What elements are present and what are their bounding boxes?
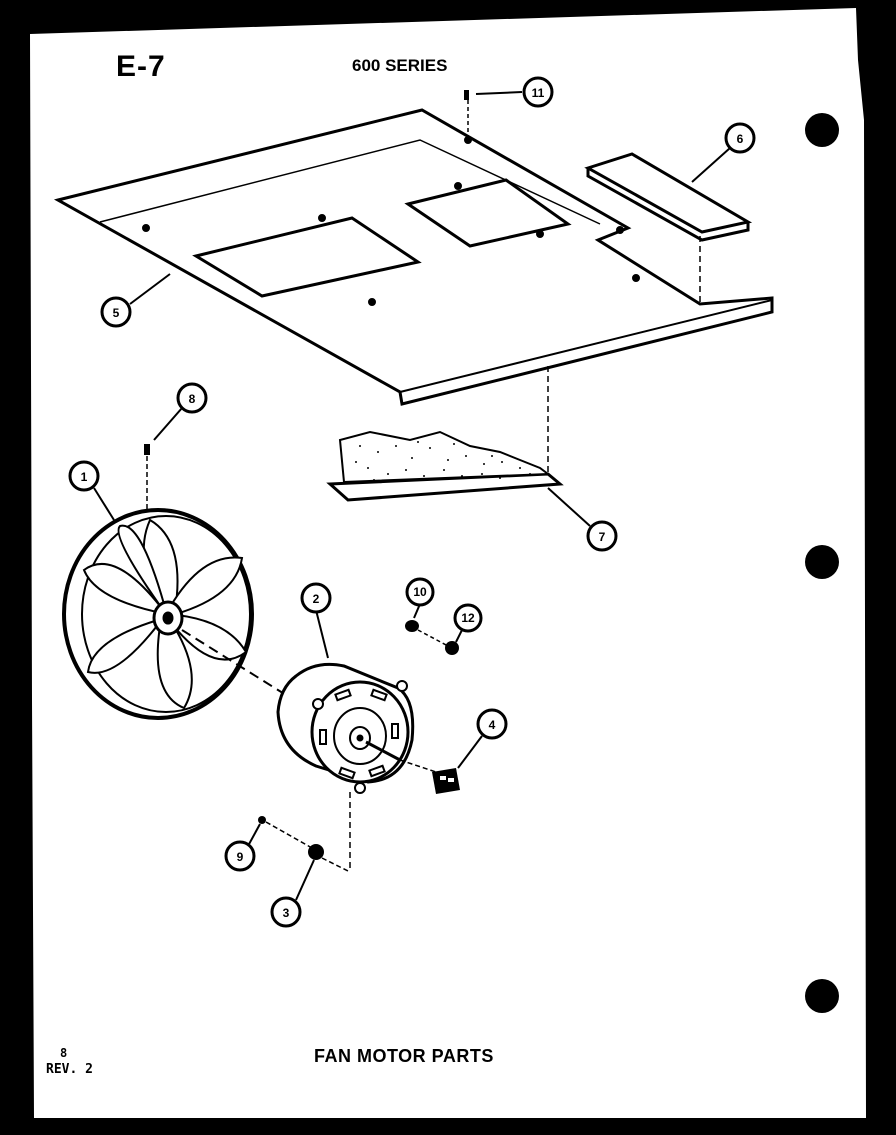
screw-body (144, 444, 150, 455)
callout-3: 3 (270, 859, 315, 928)
bracket-slot (448, 778, 454, 782)
motor-mount-tab (312, 698, 324, 710)
screw-part-11 (464, 90, 469, 140)
screw-hole (318, 214, 326, 222)
bracket-slot (440, 776, 446, 780)
top-panel-outline (53, 108, 774, 406)
screw-leader (417, 629, 449, 647)
callout-label-6: 6 (737, 132, 744, 146)
callout-8: 8 (153, 382, 208, 441)
callout-label-2: 2 (313, 592, 320, 606)
top-panel-part-5 (53, 108, 774, 406)
callout-label-11: 11 (532, 86, 545, 100)
screw-body (464, 90, 469, 100)
callout-label-9: 9 (237, 850, 244, 864)
top-panel-opening-left (192, 216, 422, 298)
motor-shaft-end (356, 734, 364, 742)
page-number: 8 (60, 1046, 68, 1060)
top-panel-inner-edge (99, 139, 601, 225)
callout-5: 5 (100, 273, 171, 328)
series-title: 600 SERIES (352, 56, 448, 75)
screw-hole (368, 298, 376, 306)
callout-label-12: 12 (461, 611, 475, 625)
pad-foam (338, 430, 551, 484)
callout-12: 12 (453, 603, 483, 643)
motor-mount-tab (354, 782, 366, 794)
screw-part-10 (405, 620, 419, 632)
revision-label: REV. 2 (46, 1062, 93, 1077)
top-panel-opening-right (404, 178, 572, 248)
callout-4: 4 (457, 708, 508, 769)
binder-hole-bottom (805, 979, 839, 1013)
callout-9: 9 (224, 823, 261, 872)
callout-label-1: 1 (81, 470, 88, 484)
top-panel-front-lip (399, 299, 773, 393)
motor-mount-tab (396, 680, 408, 692)
screw-hole (616, 226, 624, 234)
fan-blades (82, 518, 248, 710)
pad-foam-texture (355, 441, 531, 481)
sheet-code: E-7 (116, 50, 166, 83)
nut-part-12 (445, 641, 459, 655)
binder-hole-top (805, 113, 839, 147)
screw-part-8 (144, 444, 150, 510)
callout-2: 2 (300, 582, 332, 659)
nut-leader (321, 857, 351, 873)
insulation-pad-part-7 (326, 366, 564, 502)
callout-6: 6 (691, 122, 756, 183)
screw-hole (454, 182, 462, 190)
callout-label-8: 8 (189, 392, 196, 406)
motor-part-2 (276, 662, 415, 870)
diagram-title: FAN MOTOR PARTS (314, 1046, 494, 1066)
motor-shaft (365, 740, 401, 762)
callout-label-4: 4 (489, 718, 496, 732)
bracket-part-6 (584, 152, 753, 304)
binder-hole-middle (805, 545, 839, 579)
washer-part-9 (258, 816, 266, 824)
shaft-leader (181, 629, 295, 701)
motor-vents (319, 688, 399, 780)
callout-label-7: 7 (599, 530, 606, 544)
callout-1: 1 (68, 460, 115, 521)
bracket-front (586, 168, 750, 242)
callout-label-10: 10 (413, 585, 427, 599)
fan-blade-part-1 (62, 508, 295, 720)
callout-11: 11 (475, 76, 554, 108)
screw-hole (632, 274, 640, 282)
nut-part-3 (308, 844, 324, 860)
bracket-leader (399, 759, 437, 773)
bracket-body (432, 768, 460, 794)
screw-hole (142, 224, 150, 232)
fan-hub-bore (162, 611, 174, 625)
callout-7: 7 (547, 487, 618, 552)
callout-label-3: 3 (283, 906, 290, 920)
washer-leader (265, 821, 313, 849)
screw-hole (536, 230, 544, 238)
hardware-parts-9-3 (258, 816, 351, 873)
callout-10: 10 (405, 577, 435, 619)
callout-label-5: 5 (113, 306, 120, 320)
hardware-parts-10-12 (405, 620, 459, 655)
bracket-part-4 (399, 759, 460, 794)
